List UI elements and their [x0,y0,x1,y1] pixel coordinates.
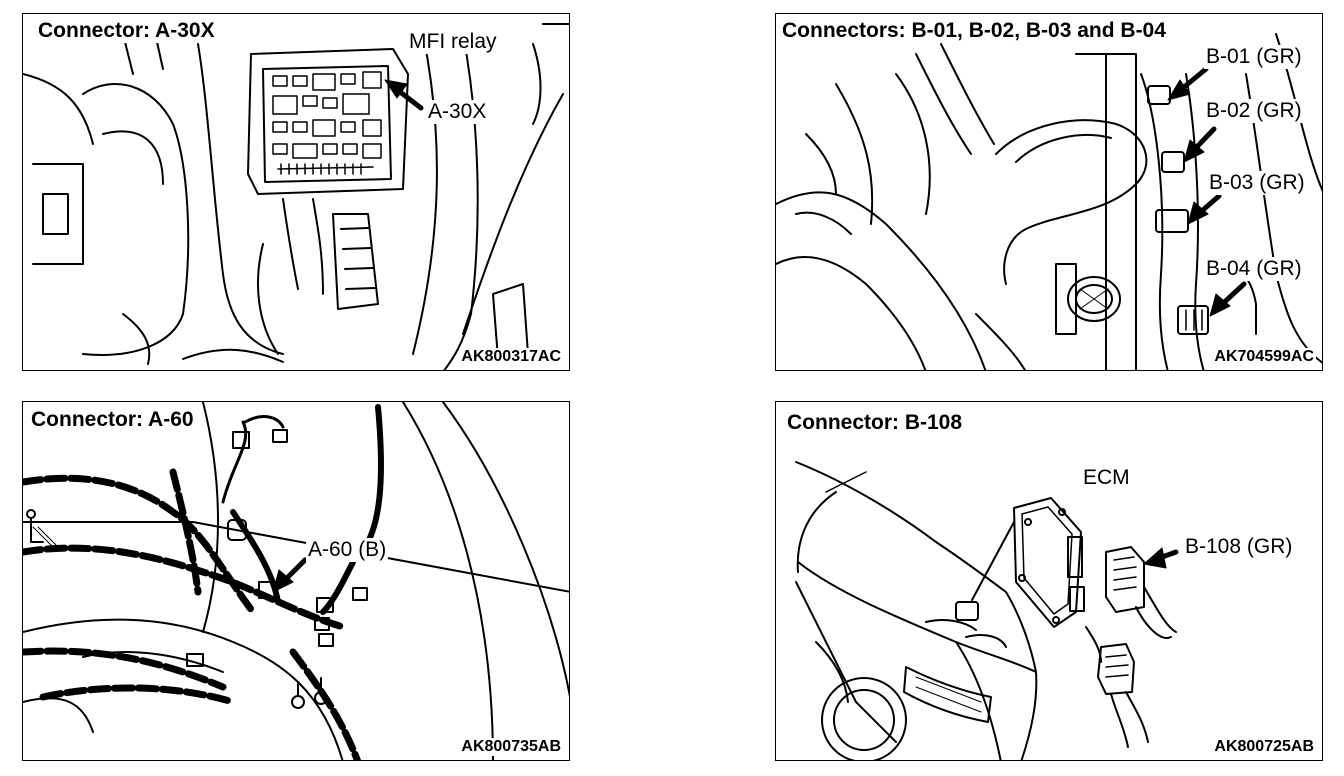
connector-b03-label: B-03 (GR) [1207,171,1307,195]
figure-code: AK704599AC [1212,348,1316,366]
panel-connector-a60: Connector: A-60 A-60 (B) AK800735AB [22,401,570,761]
engine-bay-fuse-box-drawing [23,23,569,370]
panel-title: Connector: A-60 [28,408,197,432]
mfi-relay-label: MFI relay [407,30,499,54]
figure-code: AK800317AC [459,348,563,366]
connector-a30x-label: A-30X [426,100,489,124]
panel-connectors-b01-b04: Connectors: B-01, B-02, B-03 and B-04 B-… [775,13,1323,371]
panel-connector-b108: Connector: B-108 ECM B-108 (GR) AK800725… [775,401,1323,761]
car-and-ecm-drawing [795,461,1179,760]
harness-routing-drawing [23,402,569,760]
panel-connector-a30x: Connector: A-30X MFI relay A-30X AK80031… [22,13,570,371]
panel-title: Connector: A-30X [35,19,218,43]
figure-code: AK800725AB [1212,738,1316,756]
figure-code: AK800735AB [459,738,563,756]
connector-a60-label: A-60 (B) [306,538,389,562]
ecm-label: ECM [1081,466,1132,490]
panel-title: Connectors: B-01, B-02, B-03 and B-04 [779,19,1169,43]
connector-b02-label: B-02 (GR) [1204,99,1304,123]
connector-b01-label: B-01 (GR) [1204,45,1304,69]
panel-title: Connector: B-108 [784,411,966,435]
connector-b108-label: B-108 (GR) [1183,535,1295,559]
connector-b04-label: B-04 (GR) [1204,257,1304,281]
